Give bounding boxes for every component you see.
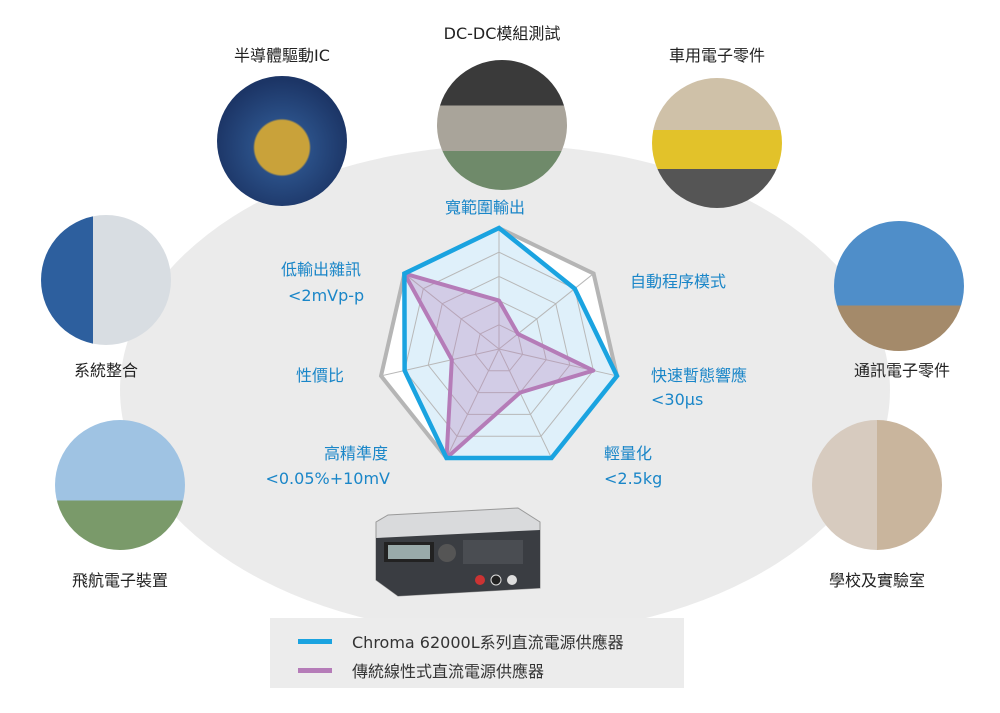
radar-grid-ring [451,300,547,394]
app-label-system-integration: 系統整合 [73,361,139,380]
series-chroma [402,225,620,461]
legend-item-traditional: 傳統線性式直流電源供應器 [298,658,544,682]
axis-label-wide-range: 寬範圍輸出 [445,198,526,217]
axis-sub-lightweight: <2.5kg [604,469,663,488]
series-fill-chroma [404,228,617,459]
app-label-dcdc: DC-DC模組測試 [443,24,561,43]
satellite-dish-photo [834,221,964,351]
axis-sub-low-noise: <2mVp-p [288,286,365,305]
legend-swatch-blue [298,638,332,644]
app-label-semiconductor: 半導體驅動IC [234,46,330,65]
legend-swatch-purple [298,667,332,673]
app-label-automotive: 車用電子零件 [668,46,766,65]
cpu-chip-photo [217,76,347,206]
axis-label-accuracy: 高精準度 [323,444,388,463]
axis-label-lightweight: 輕量化 [604,444,653,463]
radar-grid-ring [474,324,524,372]
power-supply-product-photo [375,507,541,597]
axis-label-auto-sequence: 自動程序模式 [630,272,727,291]
axis-label-transient: 快速暫態響應 [651,366,748,385]
lab-students-photo [812,420,942,550]
app-label-communication: 通訊電子零件 [853,361,951,380]
radar-axis-line [404,273,500,350]
legend-label: 傳統線性式直流電源供應器 [352,662,545,681]
app-label-school-lab: 學校及實驗室 [828,571,926,590]
radar-axis-line [446,348,500,459]
series-traditional [402,271,596,461]
legend-label: Chroma 62000L系列直流電源供應器 [352,633,624,652]
axis-sub-transient: <30μs [651,390,704,409]
legend-item-chroma: Chroma 62000L系列直流電源供應器 [298,629,624,653]
app-label-aviation: 飛航電子裝置 [71,571,169,590]
rack-system-photo [41,215,171,345]
radar-axis-line [498,348,552,459]
axis-label-cost-performance: 性價比 [296,366,345,385]
radar-axis-line [498,273,594,350]
radar-grid-ring [427,275,571,415]
axis-sub-accuracy: <0.05%+10mV [265,469,390,488]
axis-label-low-noise: 低輸出雜訊 [281,260,362,279]
legend: Chroma 62000L系列直流電源供應器 傳統線性式直流電源供應器 [270,618,684,688]
airplane-photo [55,420,185,550]
radar-axis-line [498,348,618,377]
radar-axis-line [380,348,500,377]
dc-dc-module-photo [437,60,567,190]
car-photo [652,78,782,208]
